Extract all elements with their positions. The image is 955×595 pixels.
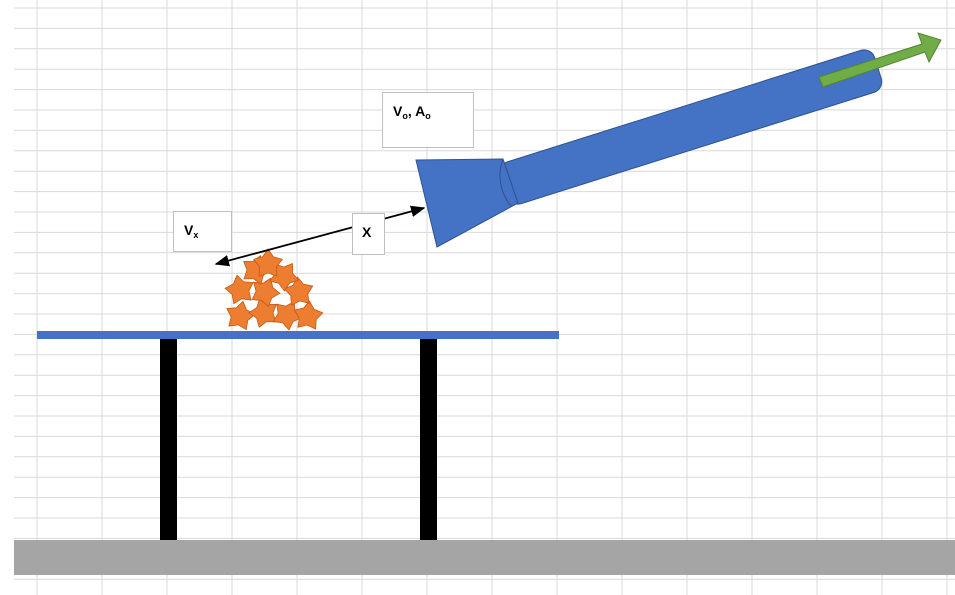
flow-arrow — [818, 32, 942, 88]
nozzle-joint-line — [499, 159, 512, 207]
star-particle — [293, 300, 324, 330]
velocity-x-subscript: x — [193, 230, 199, 240]
label-separator: , — [407, 103, 416, 119]
velocity-x-label: Vx — [173, 211, 232, 252]
velocity-subscript: o — [402, 111, 408, 121]
table-top — [37, 331, 559, 339]
area-symbol: A — [415, 103, 426, 119]
velocity-symbol: V — [393, 103, 403, 119]
star-particle — [226, 300, 256, 331]
velocity-x-symbol: V — [184, 222, 194, 238]
star-particle — [224, 274, 254, 305]
star-particle — [248, 298, 277, 328]
vacuum-nozzle — [415, 158, 519, 248]
distance-label-text: X — [362, 224, 372, 240]
area-subscript: o — [425, 111, 431, 121]
vacuum-tube — [415, 49, 883, 248]
table-leg-right — [420, 339, 437, 540]
star-particle — [272, 301, 303, 331]
table-leg-left — [160, 339, 177, 540]
star-particle — [251, 277, 281, 308]
vacuum-tube-body — [499, 49, 883, 205]
distance-arrow — [214, 205, 426, 267]
stars-pile — [224, 248, 324, 331]
star-particle — [283, 276, 314, 306]
velocity-area-label: Vo, Ao — [382, 92, 474, 148]
distance-label: X — [352, 213, 385, 255]
floor — [14, 540, 955, 575]
